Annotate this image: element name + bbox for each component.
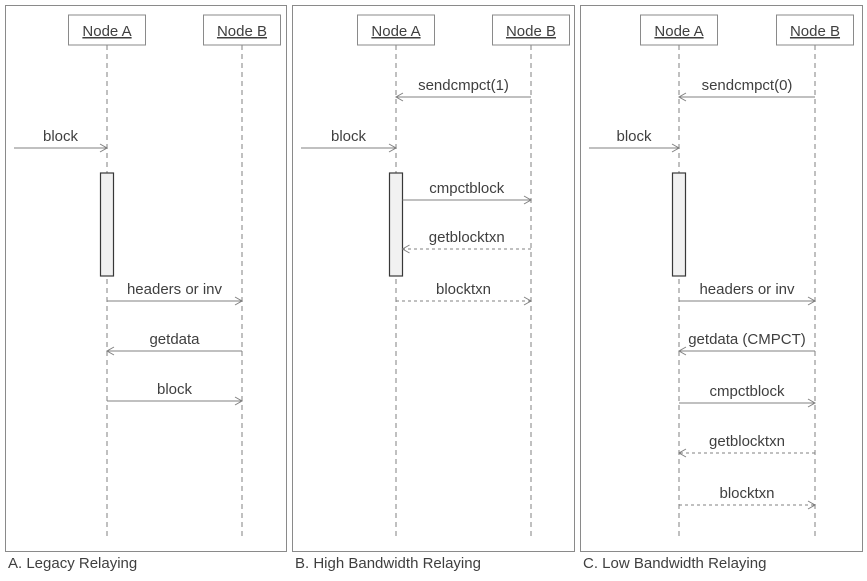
activation-bar <box>99 172 115 277</box>
arrowhead-icon <box>388 143 398 153</box>
arrowhead-icon <box>807 398 817 408</box>
message-label: block <box>331 128 367 145</box>
message-label: block <box>43 128 79 145</box>
activation-bar <box>671 172 687 277</box>
actor-label: Node A <box>371 23 420 40</box>
message-label: sendcmpct(1) <box>418 77 509 94</box>
arrowhead-icon <box>234 396 244 406</box>
panel-legacy-relaying: Node A Node B block headers or inv getdata bl… <box>5 5 287 581</box>
panel-frame-high-bandwidth: Node A Node B sendcmpct(1) block cmpctblock g… <box>292 5 575 552</box>
message-label: blocktxn <box>719 485 774 502</box>
sequence-svg: Node A Node B sendcmpct(1) block cmpctblock g… <box>301 14 570 540</box>
actor-label: Node B <box>217 23 267 40</box>
arrowhead-icon <box>99 143 109 153</box>
actor-label: Node A <box>82 23 131 40</box>
message-label: headers or inv <box>127 281 223 298</box>
arrowhead-icon <box>234 296 244 306</box>
actor-box <box>640 14 718 46</box>
actor-box <box>203 14 281 46</box>
panel-caption-low-bandwidth: C. Low Bandwidth Relaying <box>583 555 767 572</box>
actor-box <box>68 14 146 46</box>
message-label: getdata (CMPCT) <box>688 331 806 348</box>
sequence-svg: Node A Node B block headers or inv getdata bl… <box>14 14 281 540</box>
arrowhead-icon <box>523 296 533 306</box>
panel-caption-high-bandwidth: B. High Bandwidth Relaying <box>295 555 481 572</box>
arrowhead-icon <box>105 346 115 356</box>
arrowhead-icon <box>807 500 817 510</box>
panel-low-bandwidth-relaying: Node A Node B sendcmpct(0) block headers or … <box>580 5 863 581</box>
activation-bar <box>388 172 404 277</box>
arrowhead-icon <box>671 143 681 153</box>
panel-frame-low-bandwidth: Node A Node B sendcmpct(0) block headers or … <box>580 5 863 552</box>
actor-label: Node A <box>654 23 703 40</box>
message-label: cmpctblock <box>709 383 785 400</box>
arrowhead-icon <box>523 195 533 205</box>
message-label: getblocktxn <box>709 433 785 450</box>
message-label: headers or inv <box>699 281 795 298</box>
actor-label: Node B <box>790 23 840 40</box>
arrowhead-icon <box>401 244 410 254</box>
actor-box <box>357 14 435 46</box>
arrowhead-icon <box>394 92 404 102</box>
panel-caption-legacy: A. Legacy Relaying <box>8 555 138 572</box>
panel-frame-legacy: Node A Node B block headers or inv getdata bl… <box>5 5 287 552</box>
message-label: block <box>616 128 652 145</box>
message-label: block <box>157 381 193 398</box>
actor-label: Node B <box>506 23 556 40</box>
arrowhead-icon <box>677 346 687 356</box>
actor-box <box>776 14 854 46</box>
arrowhead-icon <box>677 92 687 102</box>
actor-box <box>492 14 570 46</box>
message-label: getblocktxn <box>429 229 505 246</box>
message-label: getdata <box>149 331 200 348</box>
panel-high-bandwidth-relaying: Node A Node B sendcmpct(1) block cmpctblock g… <box>292 5 575 581</box>
message-label: blocktxn <box>436 281 491 298</box>
sequence-svg: Node A Node B sendcmpct(0) block headers or … <box>589 14 854 540</box>
arrowhead-icon <box>807 296 817 306</box>
arrowhead-icon <box>677 448 687 458</box>
message-label: sendcmpct(0) <box>702 77 793 94</box>
message-label: cmpctblock <box>429 180 505 197</box>
